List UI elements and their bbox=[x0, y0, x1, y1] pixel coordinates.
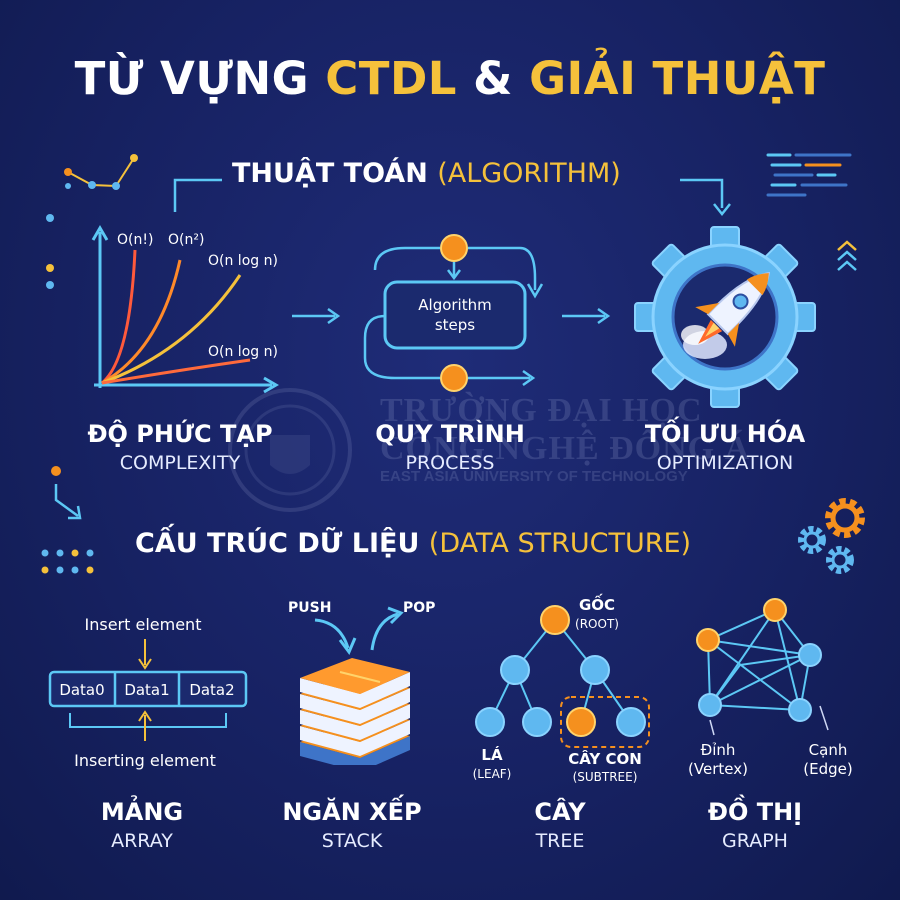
graph-diagram: Đỉnh (Vertex) Cạnh (Edge) bbox=[688, 598, 853, 778]
array-cell-0: Data0 bbox=[59, 681, 104, 699]
process-diagram: Algorithm steps bbox=[363, 234, 544, 392]
process-box-line1: Algorithm bbox=[418, 296, 491, 314]
gears-icon bbox=[798, 498, 865, 574]
array-cell-1: Data1 bbox=[124, 681, 169, 699]
stack-books-icon bbox=[300, 658, 410, 765]
insert-bottom-label: Inserting element bbox=[74, 751, 216, 770]
curve-label-quadratic: O(n²) bbox=[168, 232, 204, 248]
push-label: PUSH bbox=[288, 600, 331, 616]
tree-node bbox=[522, 707, 552, 737]
subtree-label-en: (SUBTREE) bbox=[573, 770, 638, 784]
process-box-line2: steps bbox=[435, 316, 475, 334]
process-caption: QUY TRÌNH PROCESS bbox=[375, 420, 525, 474]
subtree-label: CÂY CON bbox=[568, 749, 642, 768]
tree-node bbox=[475, 707, 505, 737]
optimization-caption: TỐI ƯU HÓA OPTIMIZATION bbox=[644, 420, 806, 474]
vertex-label: Đỉnh bbox=[701, 741, 736, 759]
tree-node bbox=[580, 655, 610, 685]
page-title: TỪ VỰNG CTDL & GIẢI THUẬT bbox=[74, 52, 826, 105]
watermark: TRƯỜNG ĐẠI HỌC CÔNG NGHỆ ĐÔNG Á EAST ASI… bbox=[380, 392, 751, 485]
tree-node bbox=[500, 655, 530, 685]
complexity-caption: ĐỘ PHỨC TẠP COMPLEXITY bbox=[87, 420, 273, 474]
graph-vertex bbox=[788, 698, 812, 722]
tree-node-root bbox=[540, 605, 570, 635]
curve-label-factorial: O(n!) bbox=[117, 232, 153, 248]
complexity-chart: O(n!) O(n²) O(n log n) O(n log n) bbox=[91, 225, 279, 394]
data-structure-section-title: CẤU TRÚC DỮ LIỆU (DATA STRUCTURE) bbox=[135, 528, 692, 559]
edge-label: Cạnh bbox=[809, 741, 848, 759]
edge-label-en: (Edge) bbox=[803, 760, 852, 778]
stack-diagram: PUSH POP bbox=[288, 600, 435, 765]
graph-caption: ĐỒ THỊ GRAPH bbox=[707, 798, 803, 852]
curve-label-nlogn-2: O(n log n) bbox=[208, 344, 278, 360]
graph-vertex bbox=[698, 693, 722, 717]
insert-top-label: Insert element bbox=[85, 615, 202, 634]
watermark-seal bbox=[228, 388, 352, 512]
leaf-label: LÁ bbox=[481, 745, 503, 764]
vertex-label-en: (Vertex) bbox=[688, 760, 748, 778]
algorithm-section-title: THUẬT TOÁN (ALGORITHM) bbox=[232, 158, 621, 189]
graph-vertex bbox=[696, 628, 720, 652]
tree-diagram: GỐC (ROOT) LÁ (LEAF) CÂY CON (SUBTREE) bbox=[473, 593, 650, 784]
pop-label: POP bbox=[403, 600, 435, 616]
root-label-en: (ROOT) bbox=[575, 617, 619, 631]
tree-node bbox=[566, 707, 596, 737]
tree-caption: CÂY TREE bbox=[534, 798, 586, 852]
leaf-label-en: (LEAF) bbox=[473, 767, 512, 781]
rocket-gear-icon bbox=[634, 226, 816, 408]
graph-vertex bbox=[763, 598, 787, 622]
array-caption: MẢNG ARRAY bbox=[100, 798, 184, 852]
array-cell-2: Data2 bbox=[189, 681, 234, 699]
graph-vertex bbox=[798, 643, 822, 667]
root-label: GỐC bbox=[579, 593, 615, 614]
array-diagram: Insert element Data0 Data1 Data2 Inserti… bbox=[48, 615, 248, 770]
tree-node bbox=[616, 707, 646, 737]
curve-label-nlogn: O(n log n) bbox=[208, 253, 278, 269]
stack-caption: NGĂN XẾP STACK bbox=[282, 798, 422, 852]
